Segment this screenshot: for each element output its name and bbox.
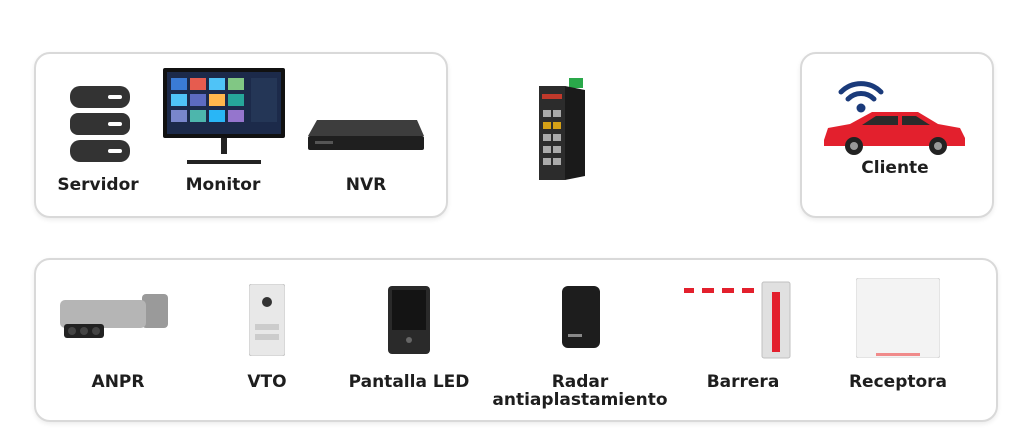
vto-label: VTO — [247, 372, 287, 392]
anpr-camera-icon — [60, 290, 172, 342]
door-station-icon — [249, 284, 285, 356]
radar-label: Radar — [551, 372, 609, 392]
led-label: Pantalla LED — [348, 372, 470, 392]
led-display-icon — [388, 286, 430, 354]
radar-icon — [562, 286, 600, 348]
receiver-icon — [856, 278, 940, 358]
receiver-label: Receptora — [848, 372, 948, 392]
barrier-label: Barrera — [706, 372, 780, 392]
field-devices-box — [34, 258, 998, 422]
barrier-gate-icon — [684, 280, 796, 360]
server-icon — [70, 86, 130, 164]
car-icon — [820, 108, 968, 156]
client-label: Cliente — [861, 158, 929, 178]
radar-label-2: antiaplastamiento — [492, 390, 668, 410]
nvr-label: NVR — [345, 175, 387, 195]
monitor-label: Monitor — [185, 175, 261, 195]
wifi-icon — [838, 80, 884, 114]
anpr-label: ANPR — [91, 372, 145, 392]
monitor-icon — [163, 68, 285, 166]
server-label: Servidor — [57, 175, 139, 195]
network-switch-icon — [527, 78, 593, 184]
nvr-icon — [307, 118, 425, 152]
